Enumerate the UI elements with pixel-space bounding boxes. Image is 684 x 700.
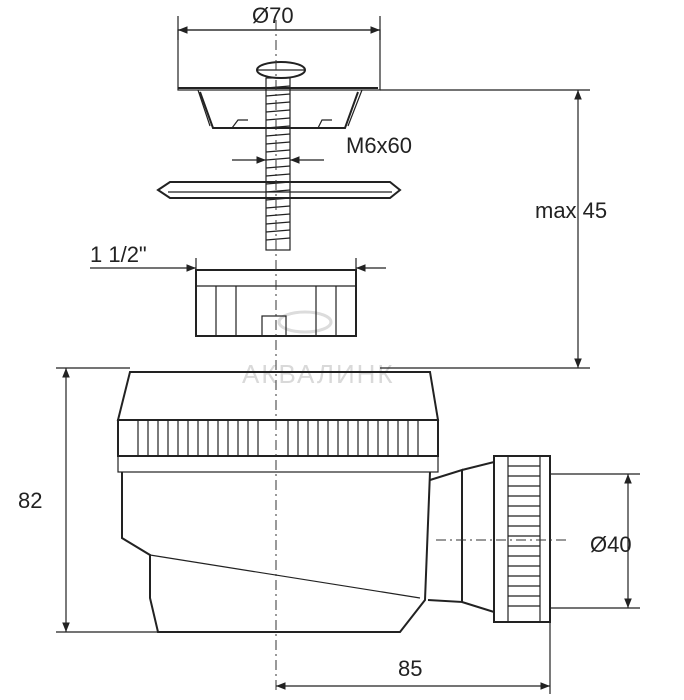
- dim-label-m6x60: M6x60: [346, 133, 412, 158]
- dim-label-max45: max 45: [535, 198, 607, 223]
- screw-m6x60: [256, 61, 306, 251]
- dim-label-h82: 82: [18, 488, 42, 513]
- watermark: АКВАЛИНК: [242, 310, 395, 389]
- watermark-text: АКВАЛИНК: [242, 359, 395, 389]
- dim-label-w85: 85: [398, 656, 422, 681]
- middle-plate: [156, 181, 402, 199]
- outlet-pipe: [427, 455, 551, 623]
- dim-label-thread: 1 1/2": [90, 242, 147, 267]
- strainer-top-plate: [177, 29, 381, 129]
- dim-label-d70: Ø70: [252, 3, 294, 28]
- trap-body: [116, 371, 440, 633]
- dim-label-d40: Ø40: [590, 532, 632, 557]
- dimension-lines: [56, 16, 640, 694]
